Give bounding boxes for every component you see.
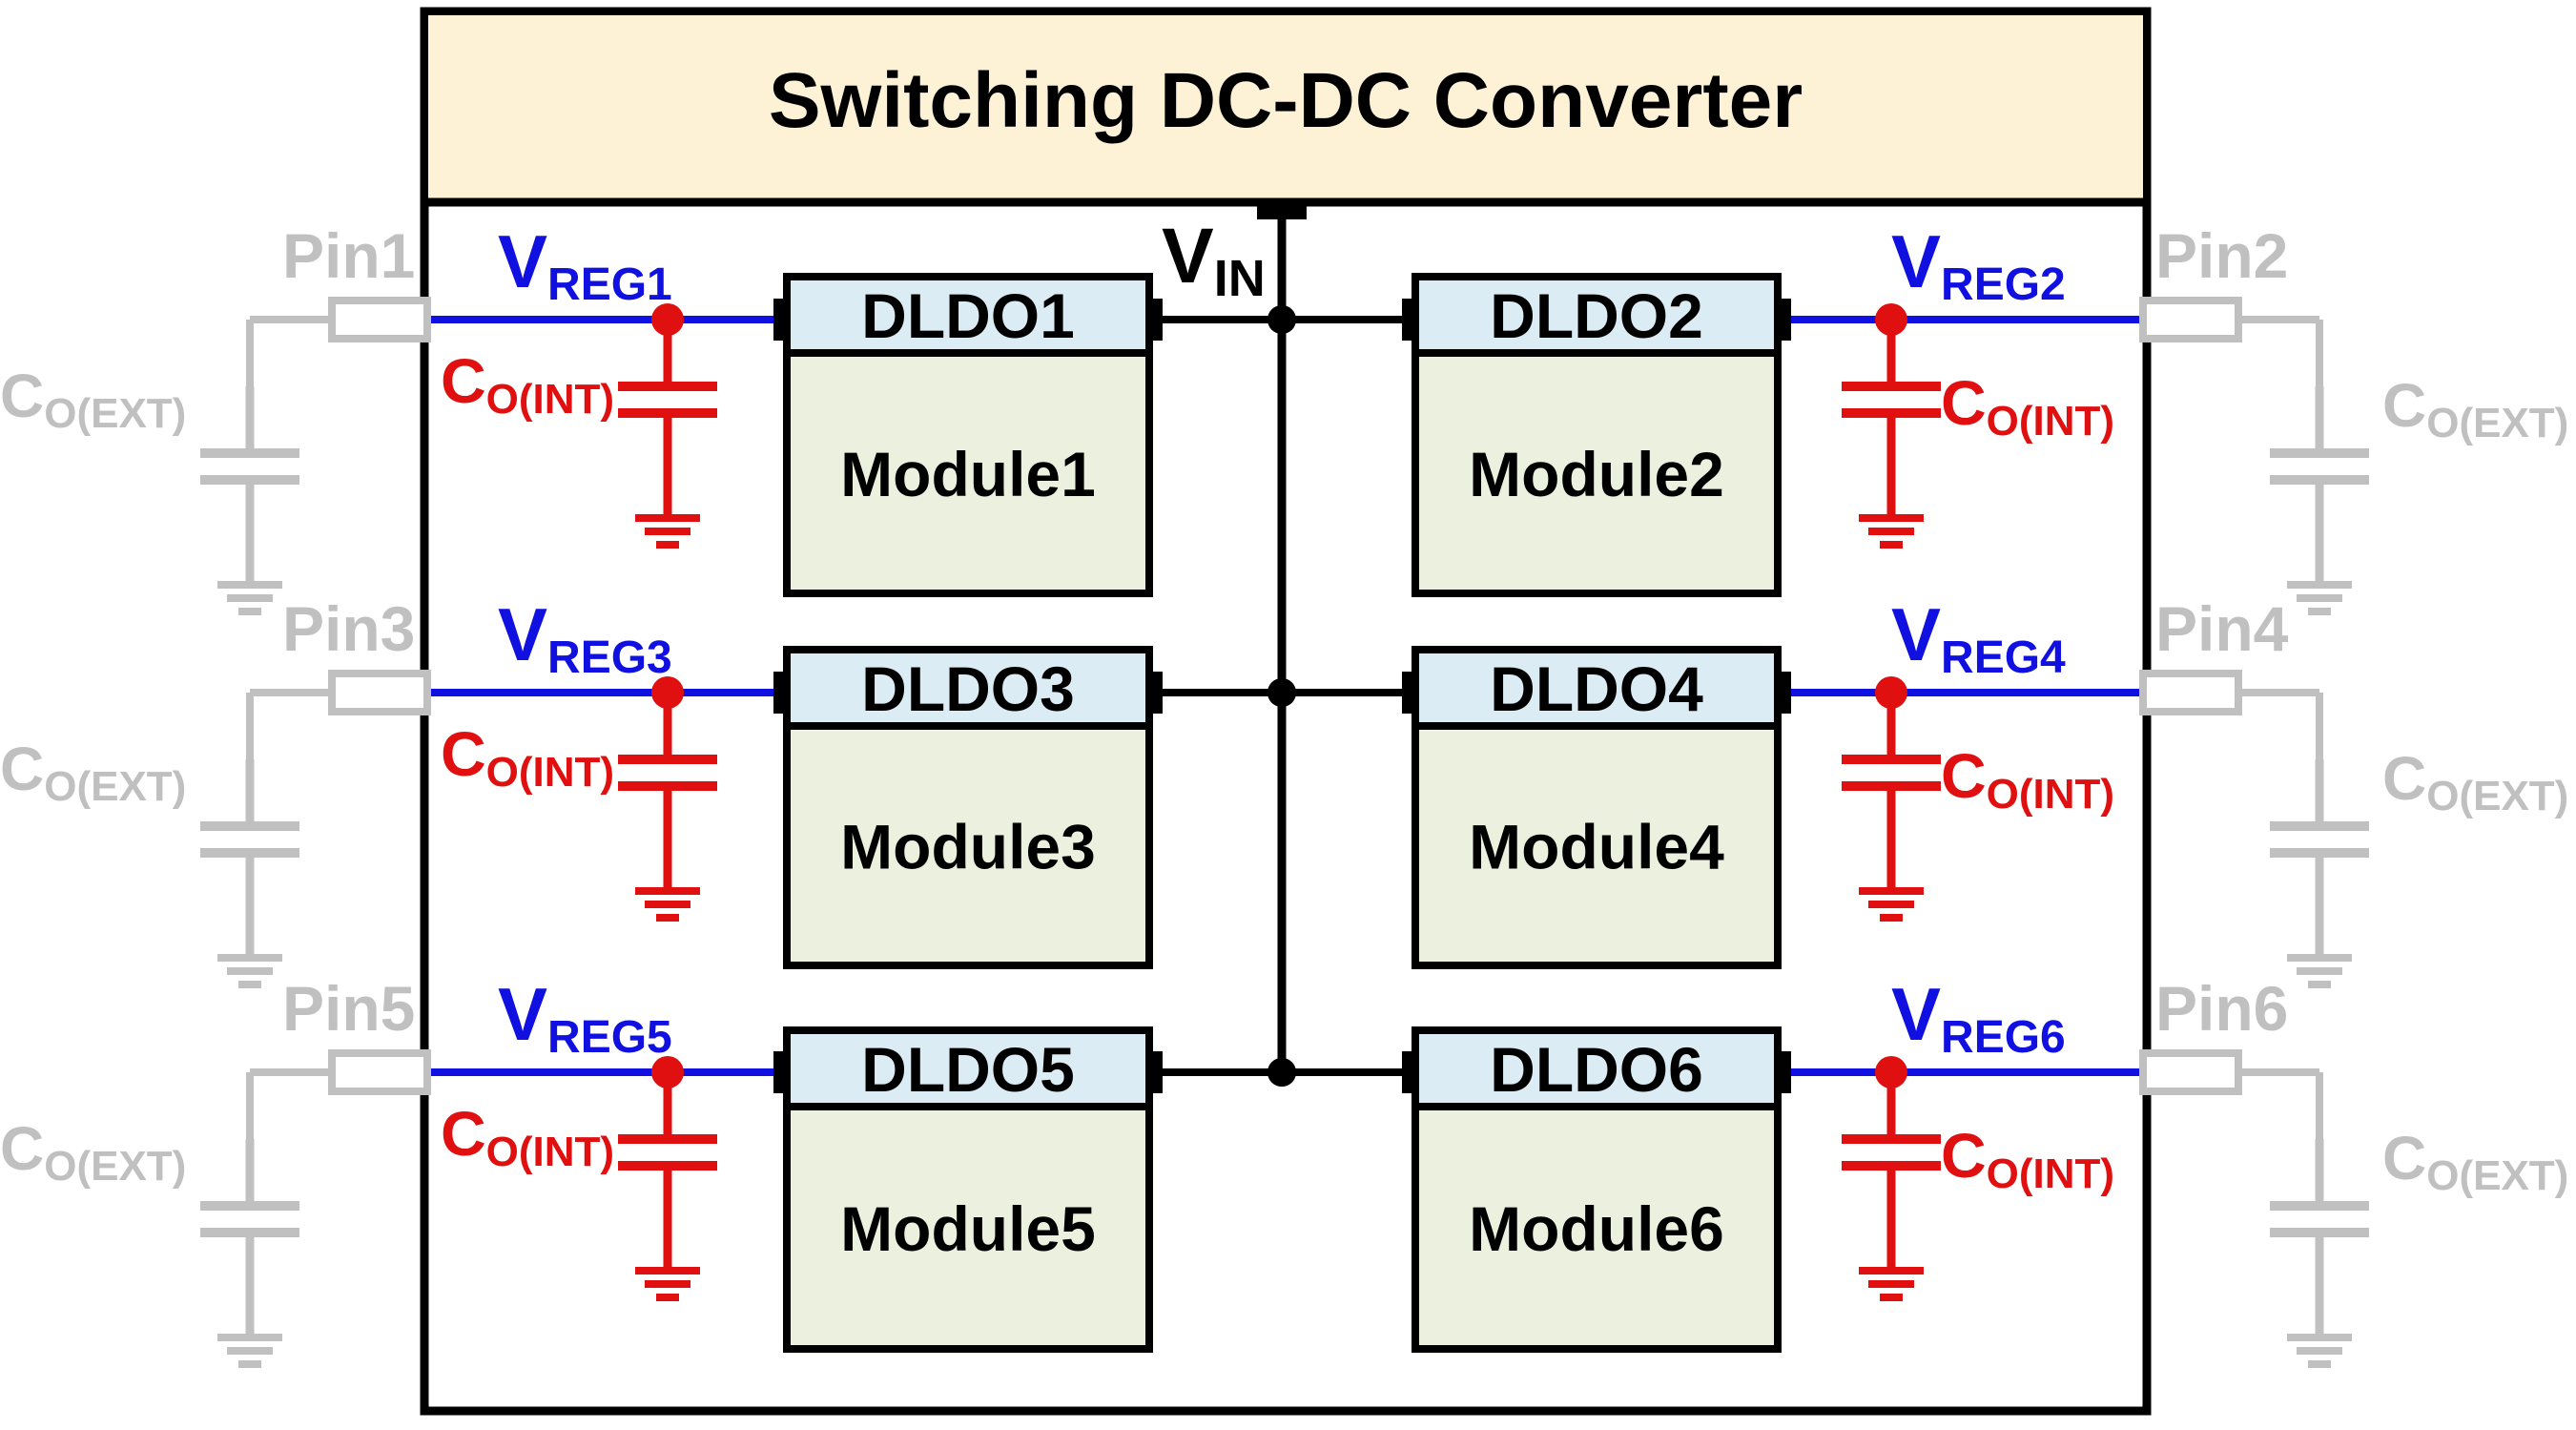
external-wire <box>246 1068 332 1139</box>
module-label: Module3 <box>840 812 1096 882</box>
internal-capacitor <box>618 1072 717 1301</box>
external-wire <box>2238 1068 2323 1139</box>
cap-int-label: CO(INT) <box>1941 1120 2114 1197</box>
pin-pad <box>2139 1049 2242 1095</box>
external-capacitor <box>2270 1139 2369 1368</box>
external-capacitor <box>200 1139 299 1368</box>
module-block <box>783 349 1153 597</box>
channel-groups: DLDO1Module1VREG1CO(INT)Pin1CO(EXT)DLDO2… <box>0 219 2568 1368</box>
vin-bus: VIN <box>1162 202 1307 1072</box>
ldo-label: DLDO2 <box>1490 280 1703 351</box>
internal-capacitor <box>618 693 717 922</box>
external-wire <box>246 689 332 759</box>
pin-label: Pin5 <box>282 973 415 1044</box>
ldo-block <box>1412 273 1782 357</box>
vreg-label: VREG4 <box>1891 592 2066 683</box>
module-block <box>1412 1103 1782 1353</box>
ldo-label: DLDO1 <box>861 280 1075 351</box>
pin-label: Pin3 <box>282 593 415 664</box>
module-block <box>1412 722 1782 969</box>
ldo-label: DLDO4 <box>1490 653 1703 724</box>
module-label: Module2 <box>1469 439 1724 509</box>
external-capacitor <box>2270 386 2369 615</box>
module-label: Module4 <box>1469 812 1724 882</box>
vreg-label: VREG1 <box>498 219 672 310</box>
cap-ext-label: CO(EXT) <box>0 735 186 810</box>
internal-capacitor <box>1842 1072 1941 1301</box>
cap-ext-label: CO(EXT) <box>0 362 186 437</box>
pin-pad <box>328 670 431 715</box>
pin-pad <box>2139 670 2242 715</box>
cap-ext-label: CO(EXT) <box>2382 744 2568 819</box>
vin-junction <box>1267 1058 1296 1087</box>
internal-capacitor <box>618 320 717 549</box>
pin-label: Pin4 <box>2155 593 2289 664</box>
cap-ext-label: CO(EXT) <box>0 1114 186 1190</box>
pin-pad <box>328 297 431 342</box>
external-wire <box>246 316 332 386</box>
cap-int-label: CO(INT) <box>1941 740 2114 818</box>
internal-capacitor <box>1842 320 1941 549</box>
cap-ext-label: CO(EXT) <box>2382 1124 2568 1199</box>
cap-ext-label: CO(EXT) <box>2382 371 2568 446</box>
vreg-label: VREG2 <box>1891 219 2066 310</box>
external-wire <box>2238 316 2323 386</box>
cap-int-label: CO(INT) <box>441 1098 614 1175</box>
pin-label: Pin1 <box>282 220 415 291</box>
pin-pad <box>2139 297 2242 342</box>
ldo-label: DLDO5 <box>861 1034 1075 1105</box>
vin-junction <box>1267 678 1296 707</box>
cap-int-label: CO(INT) <box>441 345 614 423</box>
vin-label: VIN <box>1162 213 1266 307</box>
vreg-label: VREG3 <box>498 592 672 683</box>
external-capacitor <box>2270 759 2369 988</box>
header-title: Switching DC-DC Converter <box>769 57 1803 144</box>
external-capacitor <box>200 759 299 988</box>
vreg-label: VREG5 <box>498 972 672 1063</box>
ldo-label: DLDO3 <box>861 653 1075 724</box>
module-block <box>783 722 1153 969</box>
external-capacitor <box>200 386 299 615</box>
pin-label: Pin6 <box>2155 973 2288 1044</box>
module-block <box>1412 349 1782 597</box>
vreg-label: VREG6 <box>1891 972 2066 1063</box>
header-band <box>428 15 2143 200</box>
cap-int-label: CO(INT) <box>1941 367 2114 445</box>
module-label: Module6 <box>1469 1193 1724 1264</box>
external-wire <box>2238 689 2323 759</box>
pin-pad <box>328 1049 431 1095</box>
ldo-label: DLDO6 <box>1490 1034 1703 1105</box>
internal-capacitor <box>1842 693 1941 922</box>
module-label: Module1 <box>840 439 1096 509</box>
pin-label: Pin2 <box>2155 220 2288 291</box>
module-block <box>783 1103 1153 1353</box>
module-label: Module5 <box>840 1193 1096 1264</box>
cap-int-label: CO(INT) <box>441 718 614 796</box>
vin-junction <box>1267 305 1296 334</box>
